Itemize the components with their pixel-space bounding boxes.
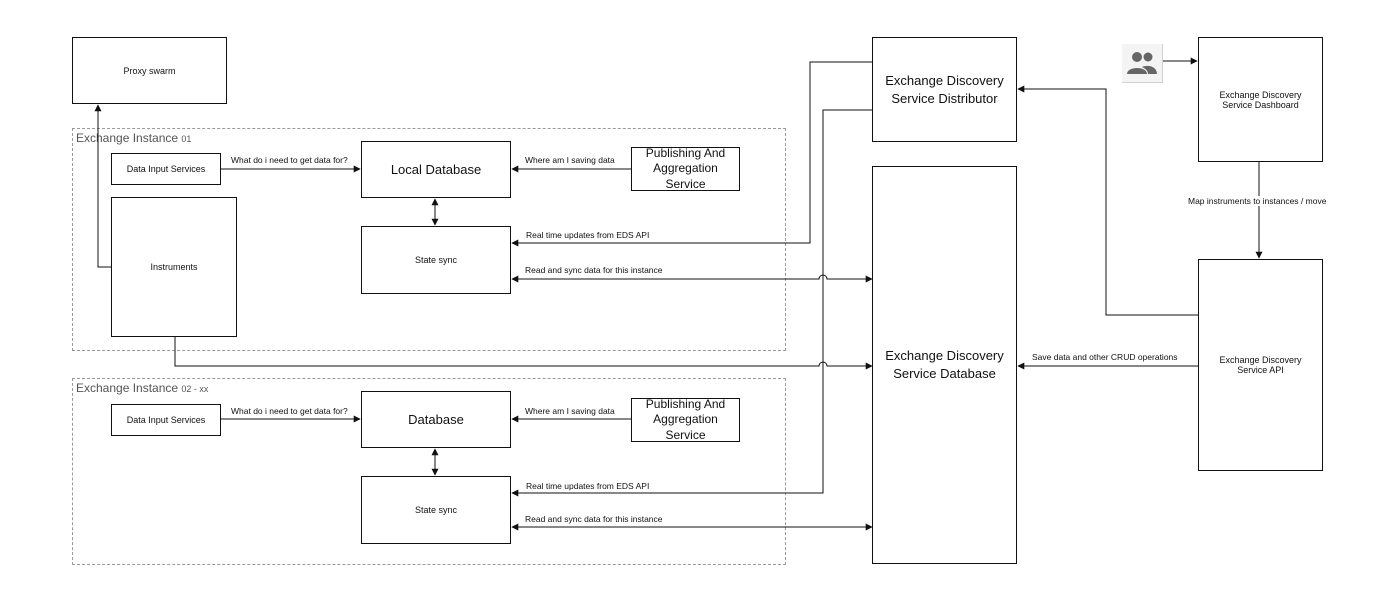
label-save-crud: Save data and other CRUD operations [1032, 352, 1178, 362]
instruments-to-eds-db-arrow [174, 337, 873, 370]
instance-01-title: Exchange Instance 01 [76, 131, 192, 145]
state-sync-box-02: State sync [361, 476, 511, 544]
label-read-sync-01: Read and sync data for this instance [525, 265, 663, 275]
eds-dashboard-box: Exchange Discovery Service Dashboard [1198, 37, 1323, 162]
data-input-services-box-01: Data Input Services [111, 153, 221, 185]
instance-02-frame [72, 378, 786, 565]
realtime-updates-arrow-02 [511, 109, 872, 497]
label-what-do-i-need-02: What do i need to get data for? [231, 406, 348, 416]
instruments-to-proxy-arrow [94, 104, 111, 268]
eds-database-box: Exchange Discovery Service Database [872, 166, 1017, 564]
eds-api-box: Exchange Discovery Service API [1198, 259, 1323, 471]
read-sync-arrow-01 [511, 274, 873, 283]
label-realtime-02: Real time updates from EDS API [526, 481, 650, 491]
data-input-services-box-02: Data Input Services [111, 404, 221, 436]
api-to-distributor-arrow [1017, 85, 1198, 316]
instance-01-frame [72, 128, 786, 351]
instruments-box: Instruments [111, 197, 237, 337]
users-icon [1122, 44, 1163, 83]
publishing-aggregation-box-01: Publishing And Aggregation Service [631, 146, 740, 191]
state-sync-box-01: State sync [361, 226, 511, 294]
realtime-updates-arrow-01 [511, 61, 872, 247]
local-database-box: Local Database [361, 141, 511, 198]
database-box-02: Database [361, 391, 511, 448]
label-where-saving-02: Where am I saving data [525, 406, 615, 416]
label-read-sync-02: Read and sync data for this instance [525, 514, 663, 524]
proxy-swarm-box: Proxy swarm [72, 37, 227, 104]
instance-02-title: Exchange Instance 02 - xx [76, 381, 209, 395]
eds-distributor-box: Exchange Discovery Service Distributor [872, 37, 1017, 142]
publishing-aggregation-box-02: Publishing And Aggregation Service [631, 397, 740, 442]
label-map-instruments: Map instruments to instances / move [1188, 196, 1327, 206]
label-what-do-i-need-01: What do i need to get data for? [231, 155, 348, 165]
label-where-saving-01: Where am I saving data [525, 155, 615, 165]
label-realtime-01: Real time updates from EDS API [526, 230, 650, 240]
